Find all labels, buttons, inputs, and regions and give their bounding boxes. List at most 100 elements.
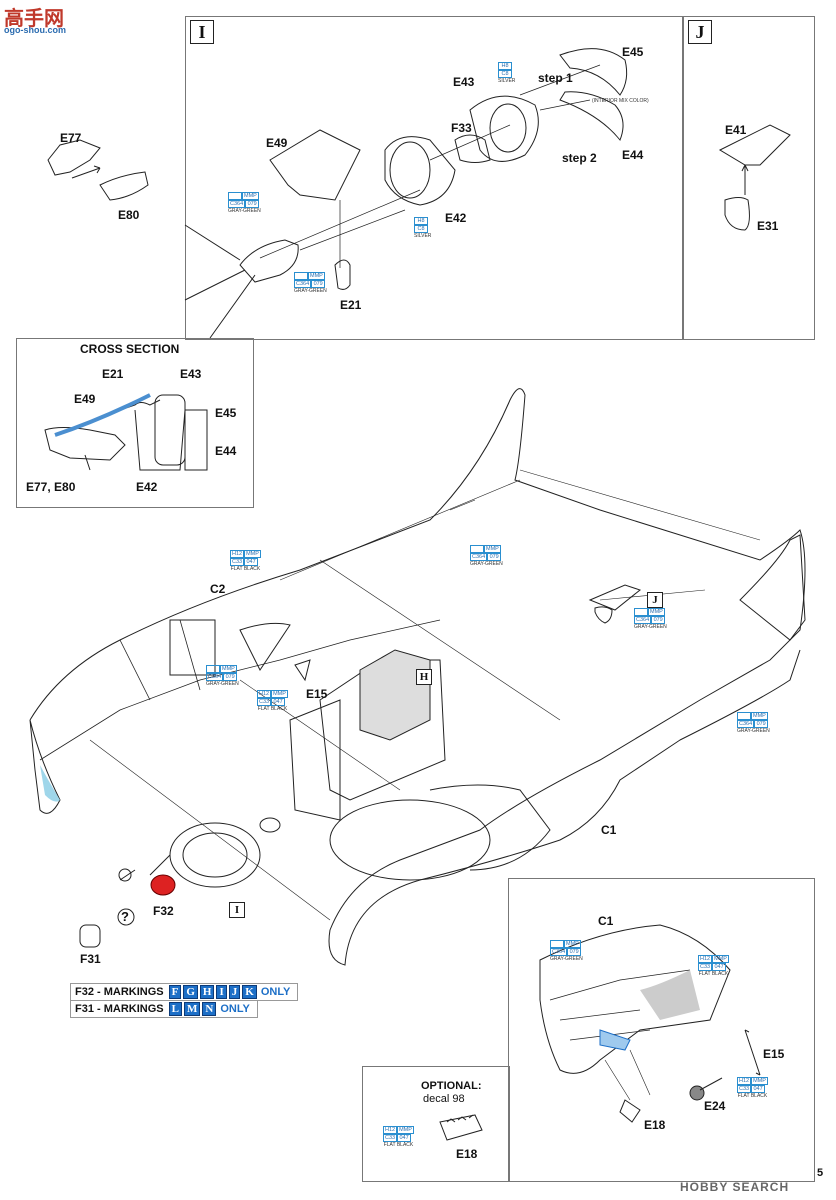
part-e43-shape <box>469 95 539 162</box>
optional-decal: decal 98 <box>423 1093 465 1105</box>
cross-e49-line <box>54 393 151 437</box>
part-e21-shape <box>334 259 351 290</box>
part-e49-shape <box>269 129 361 201</box>
marking-j: J <box>228 985 241 999</box>
label-c1-main: C1 <box>601 823 617 837</box>
watermark-logo: 高手网 <box>4 2 64 31</box>
markings-f32-suffix: ONLY <box>260 986 291 998</box>
part-e31-shape <box>724 197 750 231</box>
marking-g: G <box>183 985 198 999</box>
label-step2: step 2 <box>562 151 597 165</box>
detail-frame <box>508 878 815 1182</box>
paint-interior-mix: (INTERIOR MIX COLOR) <box>592 98 649 104</box>
markings-f31-label: F31 - MARKINGS <box>75 1003 164 1015</box>
optional-e18-label: E18 <box>456 1147 478 1161</box>
markings-f31-suffix: ONLY <box>220 1003 250 1015</box>
detail-label-e18: E18 <box>644 1118 666 1132</box>
page-number: 5 <box>817 1167 824 1179</box>
tag-h: H <box>416 669 432 685</box>
label-step1: step 1 <box>538 71 573 85</box>
marking-m: M <box>183 1002 201 1016</box>
cross-e77 <box>44 427 126 461</box>
optional-frame <box>362 1066 510 1182</box>
part-f33-shape <box>454 134 491 163</box>
question-mark: ? <box>121 909 129 924</box>
c2-panel <box>169 619 216 676</box>
cockpit-bulkhead <box>289 699 341 821</box>
part-e42-shape <box>384 136 456 206</box>
label-e80: E80 <box>118 208 140 222</box>
detail-label-c1: C1 <box>598 914 614 928</box>
label-e21: E21 <box>340 298 362 312</box>
label-f31: F31 <box>80 952 101 966</box>
part-e77-shape <box>47 139 101 176</box>
label-e31: E31 <box>757 219 779 233</box>
cross-e45 <box>184 409 208 471</box>
markings-f32-note: F32 - MARKINGS F G H I J K ONLY <box>70 983 299 1001</box>
part-e41-shape <box>718 124 791 166</box>
part-e77-lower-shape <box>239 239 299 283</box>
detail-e15 <box>744 1029 761 1076</box>
label-e41: E41 <box>725 123 747 137</box>
label-e77: E77 <box>60 131 82 145</box>
watermark-hobby-search: HOBBY SEARCH <box>680 1180 790 1194</box>
label-e15-main: E15 <box>306 687 328 701</box>
watermark-site: ogo-shou.com <box>4 25 66 35</box>
tag-j: J <box>647 592 663 608</box>
cross-section-frame <box>16 338 254 508</box>
markings-f31-note: F31 - MARKINGS L M N ONLY <box>70 1000 258 1018</box>
marking-i: I <box>216 985 227 999</box>
paint-silver-e42: H8 C8 SILVER <box>414 217 432 239</box>
cross-label-e49: E49 <box>74 392 96 406</box>
detail-e18 <box>619 1099 641 1123</box>
cross-section-title: CROSS SECTION <box>80 342 180 356</box>
step-i-frame <box>185 16 684 340</box>
detail-c1-outline <box>539 924 731 1074</box>
part-j-small <box>588 584 642 611</box>
label-f33: F33 <box>451 121 472 135</box>
optional-e18 <box>439 1114 483 1141</box>
label-e43: E43 <box>453 75 475 89</box>
paint-silver-top: H8 C8 SILVER <box>498 62 516 84</box>
label-e44: E44 <box>622 148 644 162</box>
cross-label-e21: E21 <box>102 367 124 381</box>
watermark-chars: 高手网 <box>4 6 64 30</box>
part-e44-shape <box>559 91 624 141</box>
step-tag-j: J <box>688 20 712 44</box>
marking-n: N <box>202 1002 217 1016</box>
cross-label-e77-e80: E77, E80 <box>26 480 76 494</box>
cross-label-e42: E42 <box>136 480 158 494</box>
detail-e24 <box>689 1085 705 1101</box>
cross-e43 <box>154 394 186 466</box>
detail-label-e24: E24 <box>704 1099 726 1113</box>
marking-l: L <box>168 1002 182 1016</box>
tag-i: I <box>229 902 245 918</box>
part-e15-main <box>239 622 291 671</box>
marking-f: F <box>168 985 182 999</box>
cross-label-e43: E43 <box>180 367 202 381</box>
step-j-frame <box>682 16 815 340</box>
cross-label-e45: E45 <box>215 406 237 420</box>
detail-label-e15: E15 <box>763 1047 785 1061</box>
label-e42: E42 <box>445 211 467 225</box>
step-tag-i: I <box>190 20 214 44</box>
small-part-ring <box>118 868 132 882</box>
cross-label-e44: E44 <box>215 444 237 458</box>
marking-h: H <box>199 985 215 999</box>
optional-title: OPTIONAL: <box>421 1080 482 1092</box>
markings-f32-label: F32 - MARKINGS <box>75 986 164 998</box>
label-e49: E49 <box>266 136 288 150</box>
